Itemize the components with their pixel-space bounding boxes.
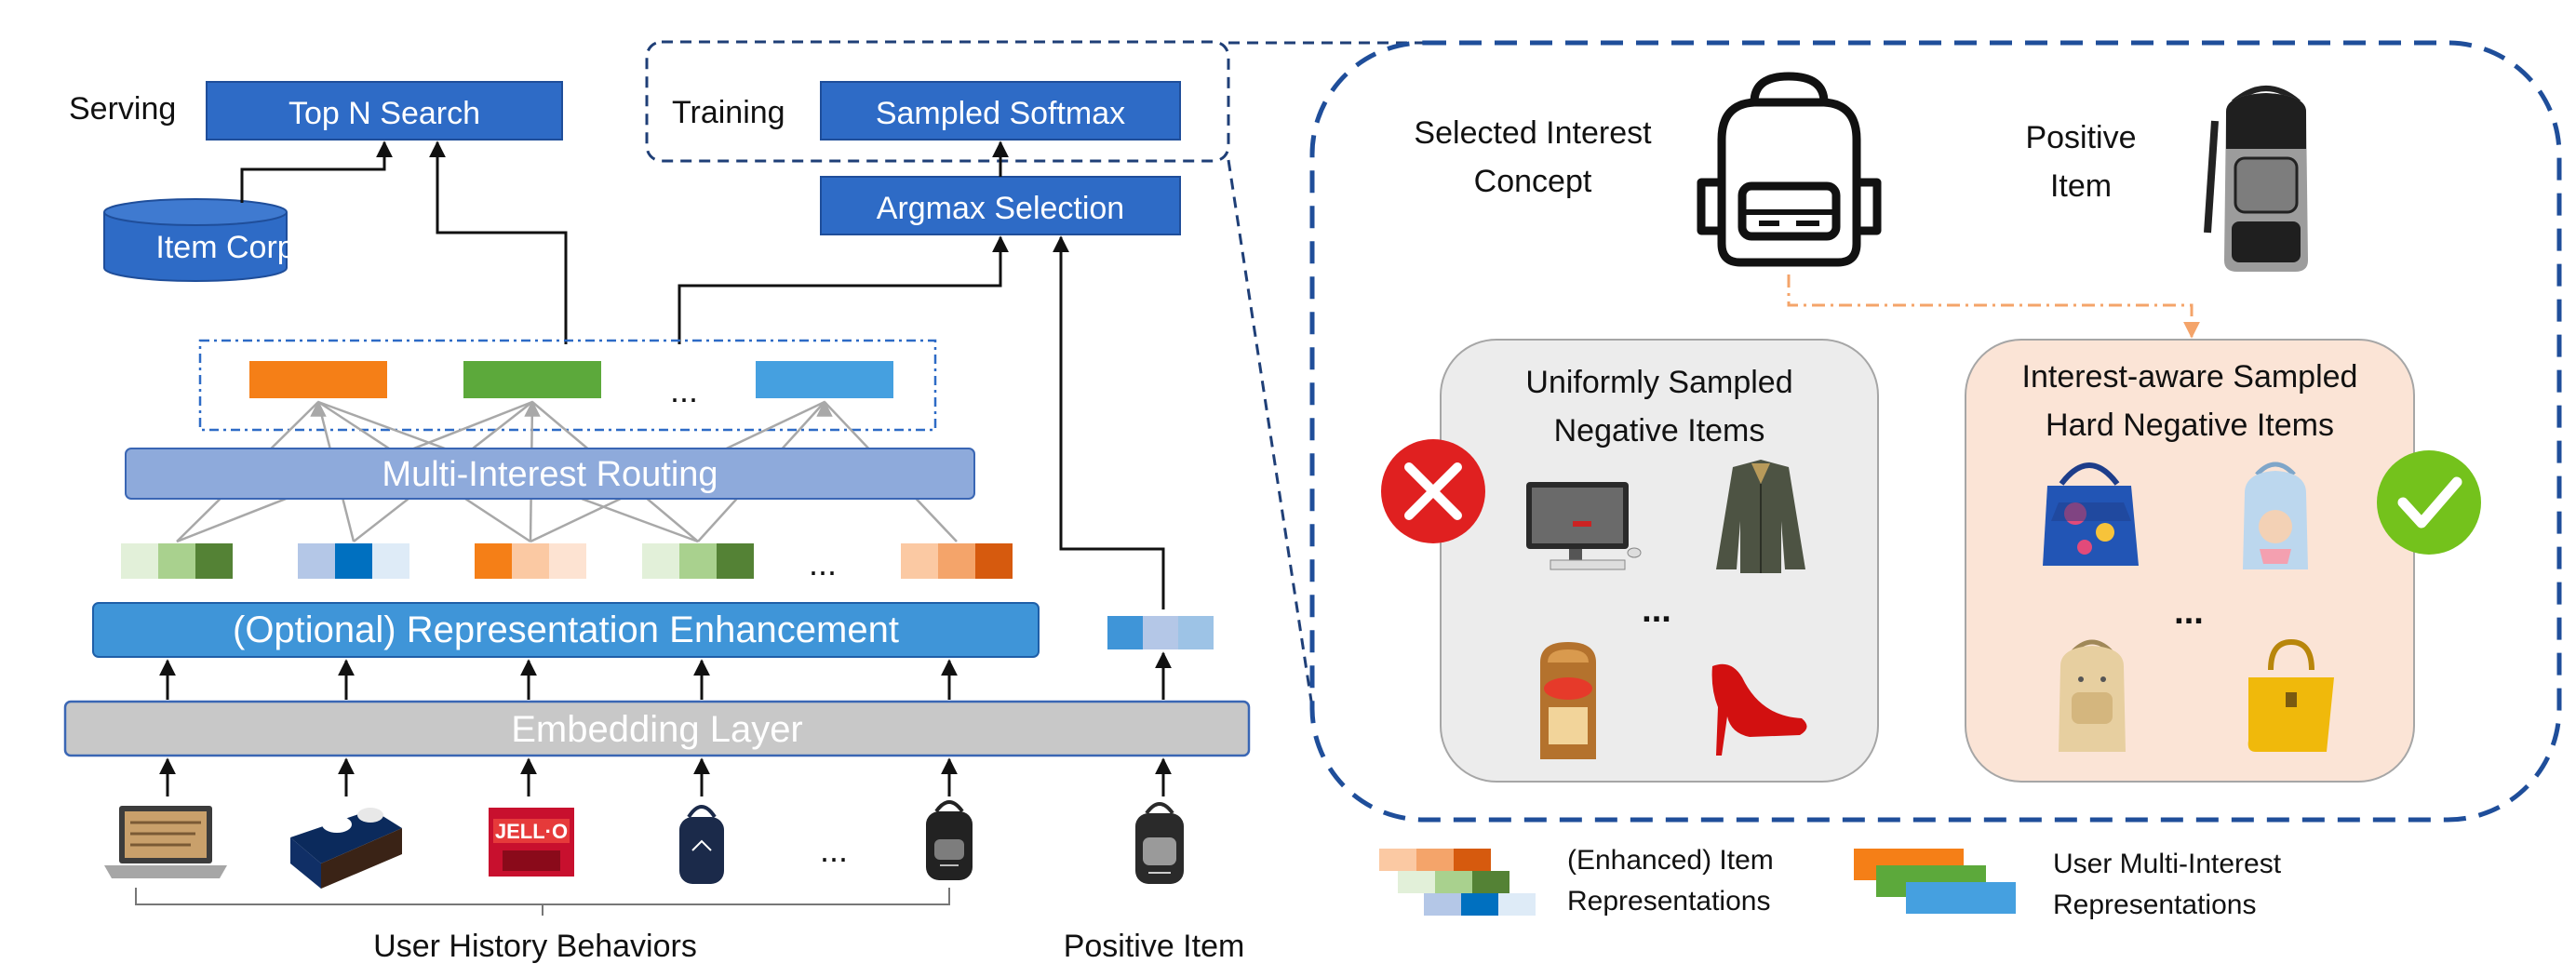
selected-interest-label-2: Concept [1474,164,1592,199]
embedding-layer-label: Embedding Layer [511,709,803,750]
item-rep-orange-2 [901,543,1013,579]
interest-ellipsis: ... [670,371,698,409]
training-label: Training [672,95,785,130]
positive-item-label: Positive Item [1064,929,1245,964]
hard-ellipsis: ... [2174,593,2204,632]
rep-ellipsis: ... [809,544,837,582]
sampled-softmax-box: Sampled Softmax [820,81,1181,141]
positive-item-label-1: Positive [2025,120,2136,155]
interest-green-bar [463,361,601,398]
svg-text:JELL·O: JELL·O [495,820,568,843]
item-corpus-database-icon: Item Corpus [103,198,329,282]
legend-item-representations [1379,849,1536,916]
uniform-title-2: Negative Items [1554,413,1765,448]
corpus-to-search-arrow [240,141,393,203]
backpack-icon [2059,639,2126,752]
hard-title-1: Interest-aware Sampled [2022,359,2358,395]
backpack-icon [2204,86,2308,272]
hard-title-2: Hard Negative Items [2046,408,2334,443]
history-bracket [135,888,950,916]
interest-sky-bar [756,361,893,398]
legend-interest-representations [1854,849,2016,914]
user-history-label: User History Behaviors [373,929,697,964]
positive-item-label-2: Item [2050,168,2112,204]
item-rep-green-2 [642,543,754,579]
monitor-icon [1526,482,1642,570]
backpack-icon [1135,802,1184,884]
backpack-icon [926,800,973,880]
interest-to-hard-negative-arrow [1787,274,2200,339]
positive-item-representation [1107,616,1214,649]
hard-negatives-panel [1965,339,2415,783]
high-heel-icon [1711,663,1807,756]
top-n-search-box: Top N Search [206,81,563,141]
items-ellipsis: ... [820,831,848,869]
yogurt-icon [290,808,402,889]
item-rep-blue [298,543,409,579]
jacket-icon [1716,460,1805,573]
uniform-title-1: Uniformly Sampled [1525,365,1792,400]
legend-item-rep-2: Representations [1567,886,1770,917]
cross-icon [1381,439,1485,543]
item-representation-row: ... [121,543,1013,582]
argmax-selection-label: Argmax Selection [877,191,1124,226]
embedding-to-enhancement-arrows [159,651,1172,700]
interest-to-search-arrow [429,141,568,344]
argmax-selection-box: Argmax Selection [820,176,1181,235]
backpack-icon [2243,462,2308,569]
item-rep-orange [475,543,586,579]
laptop-icon [104,806,227,878]
sampled-softmax-label: Sampled Softmax [876,96,1125,131]
multi-interest-routing-label: Multi-Interest Routing [382,455,718,494]
uniform-ellipsis: ... [1642,591,1671,630]
embedding-layer-box: Embedding Layer [63,700,1251,757]
selected-interest-label-1: Selected Interest [1414,115,1652,151]
check-icon [2377,450,2481,555]
zoom-line-bottom [1227,159,1314,708]
item-rep-green [121,543,233,579]
interest-orange-bar [249,361,387,398]
top-n-search-label: Top N Search [288,96,480,131]
positive-to-argmax-arrow [1053,235,1165,609]
items-to-embedding-arrows [159,757,1172,796]
interest-dashed-box [198,339,937,432]
backpack-icon [679,805,724,884]
legend-interest-rep-2: Representations [2053,890,2256,920]
backpack-outline-icon [1697,72,1882,267]
interest-to-argmax-arrow [678,235,1009,344]
handbag-icon [2247,638,2334,752]
legend-item-rep-1: (Enhanced) Item [1567,845,1774,876]
handbag-icon [2043,462,2139,566]
uniform-negatives-panel [1440,339,1879,783]
item-corpus-label: Item Corpus [155,230,328,265]
representation-enhancement-label: (Optional) Representation Enhancement [233,609,899,650]
training-dashed-box [645,40,1230,163]
serving-label: Serving [69,91,176,127]
bread-icon [1540,642,1596,759]
jello-icon: JELL·O [489,808,574,877]
multi-interest-routing-box: Multi-Interest Routing [125,448,975,500]
representation-enhancement-box: (Optional) Representation Enhancement [92,602,1040,658]
detail-dashed-panel [1309,40,2562,823]
legend-interest-rep-1: User Multi-Interest [2053,849,2282,879]
